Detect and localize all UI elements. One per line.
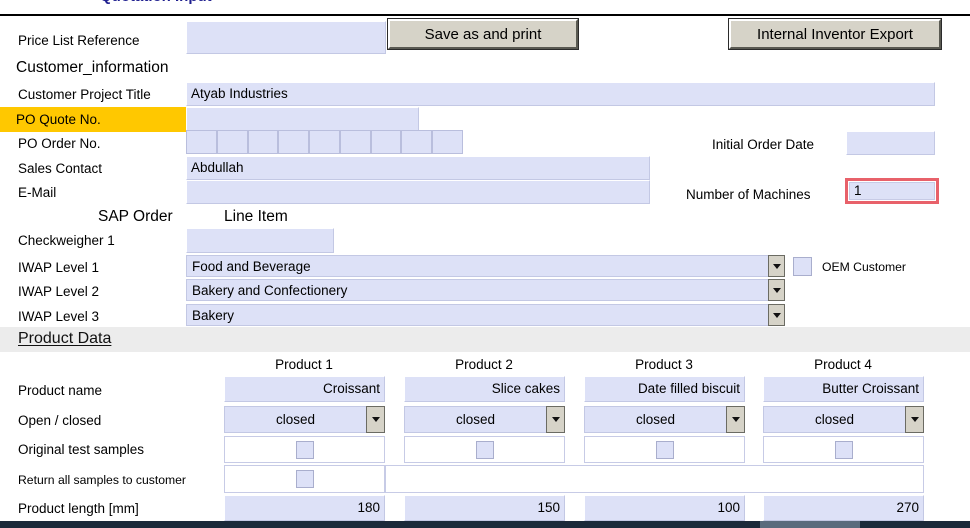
return-all-samples-cell-1[interactable]: [224, 465, 385, 493]
iwap-level-1-dropdown[interactable]: Food and Beverage: [186, 255, 785, 277]
open-closed-row-label: Open / closed: [18, 413, 102, 428]
original-test-samples-row-label: Original test samples: [18, 442, 145, 457]
oem-customer-checkbox[interactable]: [793, 257, 812, 276]
original-test-samples-checkbox-3[interactable]: [655, 440, 674, 459]
customer-project-title-input[interactable]: Atyab Industries: [186, 82, 935, 106]
product-column-header-4: Product 4: [814, 357, 872, 372]
number-of-machines-input[interactable]: 1: [849, 182, 935, 200]
iwap-level-3-dropdown[interactable]: Bakery: [186, 304, 785, 326]
oem-customer-label: OEM Customer: [822, 260, 906, 274]
po-order-no-cell-group[interactable]: [186, 130, 463, 154]
initial-order-date-label: Initial Order Date: [712, 137, 815, 152]
po-order-no-cell-5[interactable]: [309, 130, 340, 154]
original-test-samples-cell-3[interactable]: [584, 436, 745, 463]
iwap-level-2-chevron-down-icon[interactable]: [768, 279, 785, 301]
po-quote-no-label: PO Quote No.: [0, 107, 186, 132]
header-divider-rule: [0, 14, 970, 16]
iwap-level-2-dropdown[interactable]: Bakery and Confectionery: [186, 279, 785, 301]
iwap-level-2-value: Bakery and Confectionery: [186, 279, 768, 301]
line-item-header: Line Item: [224, 208, 288, 225]
window-title-sliver: Quotation Input: [100, 0, 212, 5]
initial-order-date-input[interactable]: [846, 131, 935, 155]
product-column-header-3: Product 3: [635, 357, 693, 372]
product-name-row-label: Product name: [18, 383, 103, 398]
po-order-no-cell-7[interactable]: [370, 130, 402, 154]
open-closed-dropdown-2[interactable]: closed: [404, 406, 565, 433]
po-order-no-label: PO Order No.: [18, 136, 101, 151]
original-test-samples-checkbox-2[interactable]: [475, 440, 494, 459]
po-order-no-cell-4[interactable]: [278, 130, 310, 154]
product-data-section-title: Product Data: [18, 330, 112, 347]
product-name-input-1[interactable]: Croissant: [224, 376, 385, 402]
horizontal-scrollbar-thumb[interactable]: [760, 521, 860, 528]
open-closed-value-4: closed: [763, 406, 905, 433]
iwap-level-3-label: IWAP Level 3: [18, 309, 100, 324]
return-all-samples-checkbox-1[interactable]: [295, 470, 314, 488]
sap-order-header: SAP Order: [98, 208, 173, 225]
iwap-level-2-label: IWAP Level 2: [18, 284, 100, 299]
sales-contact-input[interactable]: Abdullah: [186, 156, 650, 180]
save-as-and-print-button[interactable]: Save as and print: [387, 18, 579, 50]
product-length-input-2[interactable]: 150: [404, 495, 565, 521]
product-name-input-4[interactable]: Butter Croissant: [763, 376, 924, 402]
internal-inventor-export-button[interactable]: Internal Inventor Export: [728, 18, 942, 50]
open-closed-value-1: closed: [224, 406, 366, 433]
open-closed-dropdown-1[interactable]: closed: [224, 406, 385, 433]
sales-contact-label: Sales Contact: [18, 161, 103, 176]
original-test-samples-cell-2[interactable]: [404, 436, 565, 463]
product-data-band-right: [186, 327, 970, 352]
open-closed-dropdown-4[interactable]: closed: [763, 406, 924, 433]
price-list-reference-label: Price List Reference: [18, 33, 140, 48]
email-label: E-Mail: [18, 185, 57, 200]
po-order-no-cell-1[interactable]: [186, 130, 217, 154]
open-closed-value-2: closed: [404, 406, 546, 433]
open-closed-chevron-down-icon-1[interactable]: [366, 406, 385, 433]
po-order-no-cell-3[interactable]: [247, 130, 279, 154]
product-name-input-3[interactable]: Date filled biscuit: [584, 376, 745, 402]
original-test-samples-checkbox-1[interactable]: [295, 440, 314, 459]
iwap-level-1-chevron-down-icon[interactable]: [768, 255, 785, 277]
original-test-samples-checkbox-4[interactable]: [834, 440, 853, 459]
product-length-input-4[interactable]: 270: [763, 495, 924, 521]
open-closed-chevron-down-icon-2[interactable]: [546, 406, 565, 433]
product-name-input-2[interactable]: Slice cakes: [404, 376, 565, 402]
horizontal-scrollbar-track[interactable]: [0, 521, 970, 528]
open-closed-dropdown-3[interactable]: closed: [584, 406, 745, 433]
price-list-reference-input[interactable]: [186, 21, 386, 54]
original-test-samples-cell-1[interactable]: [224, 436, 385, 463]
customer-information-section-title: Customer_information: [16, 59, 169, 76]
product-length-input-1[interactable]: 180: [224, 495, 385, 521]
customer-project-title-label: Customer Project Title: [18, 87, 151, 102]
po-order-no-cell-6[interactable]: [339, 130, 371, 154]
iwap-level-1-label: IWAP Level 1: [18, 260, 100, 275]
po-quote-no-input[interactable]: [186, 107, 419, 132]
return-all-samples-empty-strip: [385, 465, 924, 493]
open-closed-chevron-down-icon-4[interactable]: [905, 406, 924, 433]
product-column-header-1: Product 1: [275, 357, 333, 372]
original-test-samples-cell-4[interactable]: [763, 436, 924, 463]
open-closed-chevron-down-icon-3[interactable]: [726, 406, 745, 433]
product-length-row-label: Product length [mm]: [18, 501, 139, 516]
product-data-band-left: [0, 327, 186, 352]
po-order-no-cell-2[interactable]: [216, 130, 248, 154]
number-of-machines-active-cell[interactable]: 1: [845, 178, 939, 204]
checkweigher-1-input[interactable]: [186, 228, 334, 253]
po-order-no-cell-8[interactable]: [401, 130, 433, 154]
product-length-input-3[interactable]: 100: [584, 495, 745, 521]
email-input[interactable]: [186, 180, 650, 204]
product-column-header-2: Product 2: [455, 357, 513, 372]
number-of-machines-label: Number of Machines: [686, 187, 811, 202]
checkweigher-1-label: Checkweigher 1: [18, 233, 115, 248]
iwap-level-3-value: Bakery: [186, 304, 768, 326]
return-all-samples-row-label: Return all samples to customer: [18, 473, 186, 487]
iwap-level-1-value: Food and Beverage: [186, 255, 768, 277]
iwap-level-3-chevron-down-icon[interactable]: [768, 304, 785, 326]
open-closed-value-3: closed: [584, 406, 726, 433]
po-order-no-cell-9[interactable]: [432, 130, 463, 154]
